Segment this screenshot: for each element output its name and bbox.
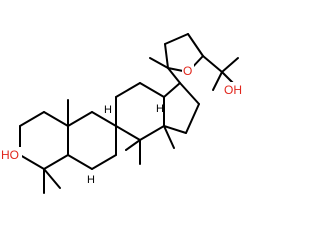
stereo-h-c13: H <box>156 103 164 115</box>
ho-mask <box>0 147 22 163</box>
hydroxyl-left-label: HO <box>1 148 19 162</box>
ring-d-bonds <box>163 82 200 134</box>
stereo-h-c5: H <box>87 174 95 186</box>
ring-o-mask <box>182 64 194 79</box>
side-chain-bonds <box>164 33 239 91</box>
molecule-structure: HO O OH H H H <box>0 33 247 194</box>
methyl-bonds <box>43 57 175 194</box>
ring-oxygen-label: O <box>183 64 192 78</box>
ring-b-bonds <box>67 111 117 170</box>
stereo-h-c9: H <box>104 104 112 116</box>
hydroxyl-right-label: OH <box>224 83 242 97</box>
ring-c-bonds <box>115 82 165 141</box>
oh-mask <box>222 82 247 98</box>
ring-a-bonds <box>19 111 69 170</box>
